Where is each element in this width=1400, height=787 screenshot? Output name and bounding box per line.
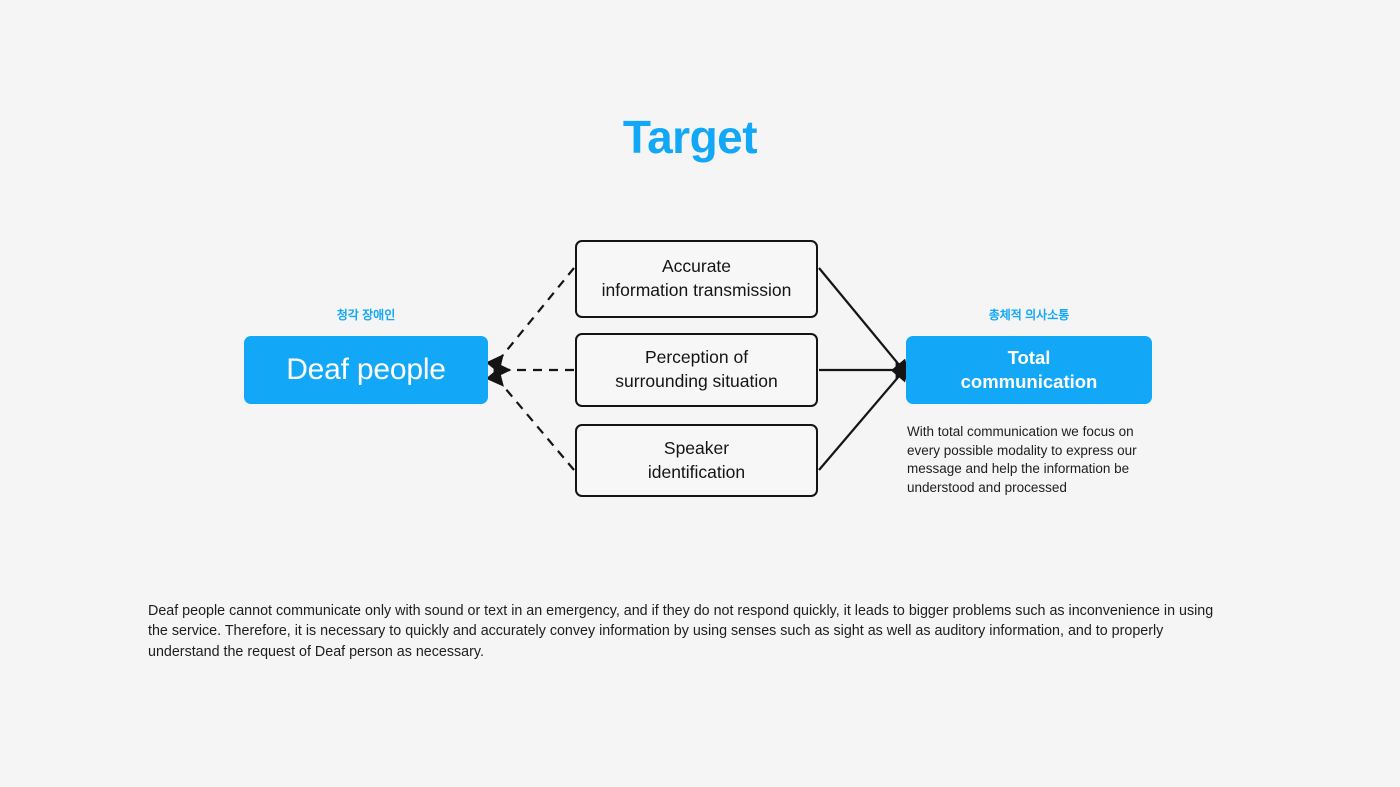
solid-connector-group — [818, 267, 914, 471]
target-node-korean-caption: 총체적 의사소통 — [988, 308, 1070, 322]
node-deaf-people[interactable]: Deaf people — [244, 336, 488, 404]
solid-line-accurate — [818, 267, 910, 378]
node-perception-line1: Perception of — [644, 347, 749, 368]
node-speaker-line1: Speaker — [663, 437, 730, 458]
node-speaker-text: Speaker identification — [648, 437, 745, 484]
dashed-line-speaker — [485, 367, 575, 471]
node-deaf-people-label: Deaf people — [286, 353, 446, 386]
node-perception-text: Perception of surrounding situation — [615, 346, 777, 393]
node-perception-line2: surrounding situation — [615, 371, 778, 391]
node-perception-of-surrounding-situation[interactable]: Perception of surrounding situation — [575, 333, 818, 407]
node-total-communication-line2: communication — [960, 371, 1098, 392]
page-title: Target — [622, 111, 758, 163]
node-total-communication-line1: Total — [1007, 346, 1051, 368]
solid-line-speaker — [818, 363, 910, 471]
node-speaker-line2: identification — [647, 461, 746, 482]
target-node-note: With total communication we focus on eve… — [907, 424, 1137, 495]
node-total-communication[interactable]: Total communication — [906, 336, 1152, 404]
node-total-communication-text: Total communication — [961, 346, 1098, 394]
source-node-korean-caption: 청각 장애인 — [336, 308, 396, 322]
dashed-line-accurate — [485, 267, 575, 374]
node-accurate-information-transmission[interactable]: Accurate information transmission — [575, 240, 818, 318]
node-accurate-text: Accurate information transmission — [602, 255, 792, 302]
footer-paragraph: Deaf people cannot communicate only with… — [148, 603, 1214, 660]
node-accurate-line1: Accurate — [661, 256, 732, 277]
node-accurate-line2: information transmission — [601, 280, 792, 300]
dashed-connector-group — [485, 267, 575, 471]
node-speaker-identification[interactable]: Speaker identification — [575, 424, 818, 497]
